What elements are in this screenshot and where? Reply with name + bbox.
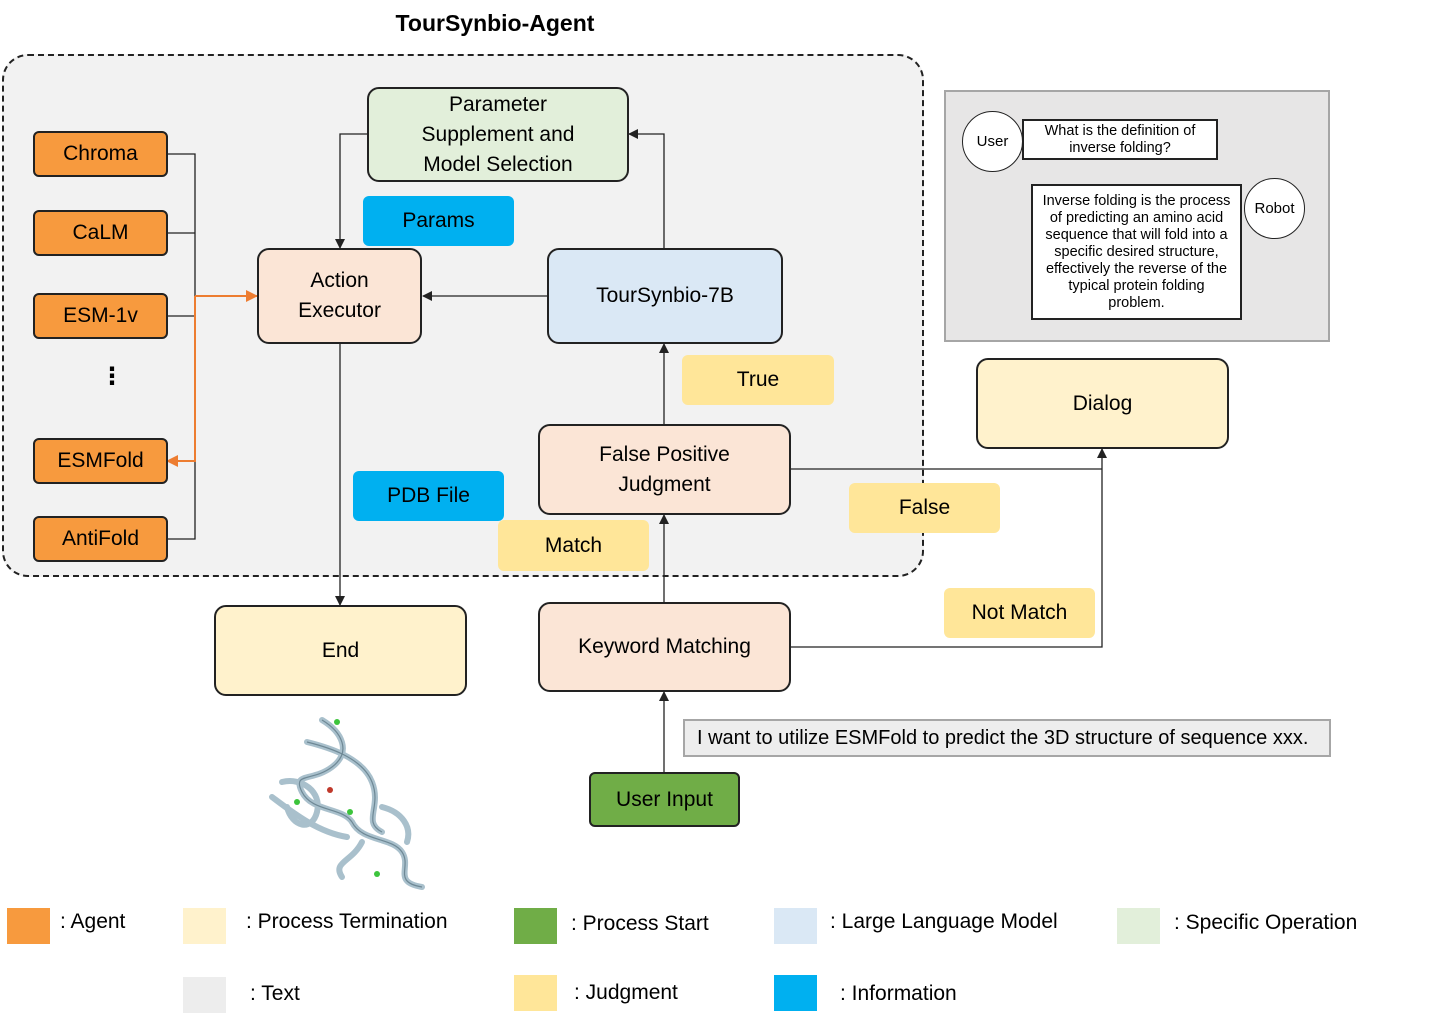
legend-swatch-llm xyxy=(774,908,817,944)
legend-swatch-judgment xyxy=(514,975,557,1011)
arrow-parameter-to-action xyxy=(335,133,367,249)
tag-false: False xyxy=(849,483,1000,533)
tag-match: Match xyxy=(498,520,649,571)
legend-label-information: : Information xyxy=(840,982,957,1005)
chat-answer-bubble: Inverse folding is the process of predic… xyxy=(1031,184,1242,320)
node-parameter-supplement: Parameter Supplement and Model Selection xyxy=(367,87,629,182)
node-dialog: Dialog xyxy=(976,358,1229,449)
agent-bracket-line xyxy=(167,153,196,540)
tag-not-match: Not Match xyxy=(944,588,1095,638)
diagram-title: TourSynbio-Agent xyxy=(395,10,595,36)
legend-swatch-termination xyxy=(183,908,226,944)
legend-swatch-start xyxy=(514,908,557,944)
agent-antifold: AntiFold xyxy=(33,516,168,562)
legend-swatch-information xyxy=(774,975,817,1011)
tag-true: True xyxy=(682,355,834,405)
node-keyword-matching: Keyword Matching xyxy=(538,602,791,692)
arrow-llm-to-parameter xyxy=(628,129,665,248)
node-false-positive-judgment: False Positive Judgment xyxy=(538,424,791,515)
legend-swatch-specific xyxy=(1117,908,1160,944)
legend-swatch-agent xyxy=(7,908,50,944)
legend-label-judgment: : Judgment xyxy=(574,981,678,1004)
node-end: End xyxy=(214,605,467,696)
agent-ellipsis: ⋮ xyxy=(100,363,124,390)
legend-label-text: : Text xyxy=(250,982,300,1005)
user-input-text: I want to utilize ESMFold to predict the… xyxy=(683,719,1331,757)
node-user-input: User Input xyxy=(589,772,740,827)
node-action-executor: Action Executor xyxy=(257,248,422,344)
agent-esmfold: ESMFold xyxy=(33,438,168,484)
agent-calm: CaLM xyxy=(33,210,168,256)
agent-chroma: Chroma xyxy=(33,131,168,177)
protein-structure-icon xyxy=(269,717,425,890)
legend-label-start: : Process Start xyxy=(571,912,709,935)
legend-swatch-text xyxy=(183,977,226,1013)
arrow-executor-to-esmfold xyxy=(166,296,196,467)
chat-question-bubble: What is the definition of inverse foldin… xyxy=(1022,119,1218,160)
legend-label-specific: : Specific Operation xyxy=(1174,911,1358,934)
legend-label-llm: : Large Language Model xyxy=(830,910,1058,933)
node-toursynbio-7b: TourSynbio-7B xyxy=(547,248,783,344)
agent-esm-1v: ESM-1v xyxy=(33,293,168,339)
tag-params: Params xyxy=(363,196,514,246)
robot-avatar-icon: Robot xyxy=(1244,178,1305,239)
user-avatar-icon: User xyxy=(962,111,1023,172)
legend-label-termination: : Process Termination xyxy=(246,910,448,933)
arrow-keyword-to-dialog xyxy=(790,448,1107,648)
tag-pdb-file: PDB File xyxy=(353,471,504,521)
legend-label-agent: : Agent xyxy=(60,910,126,933)
